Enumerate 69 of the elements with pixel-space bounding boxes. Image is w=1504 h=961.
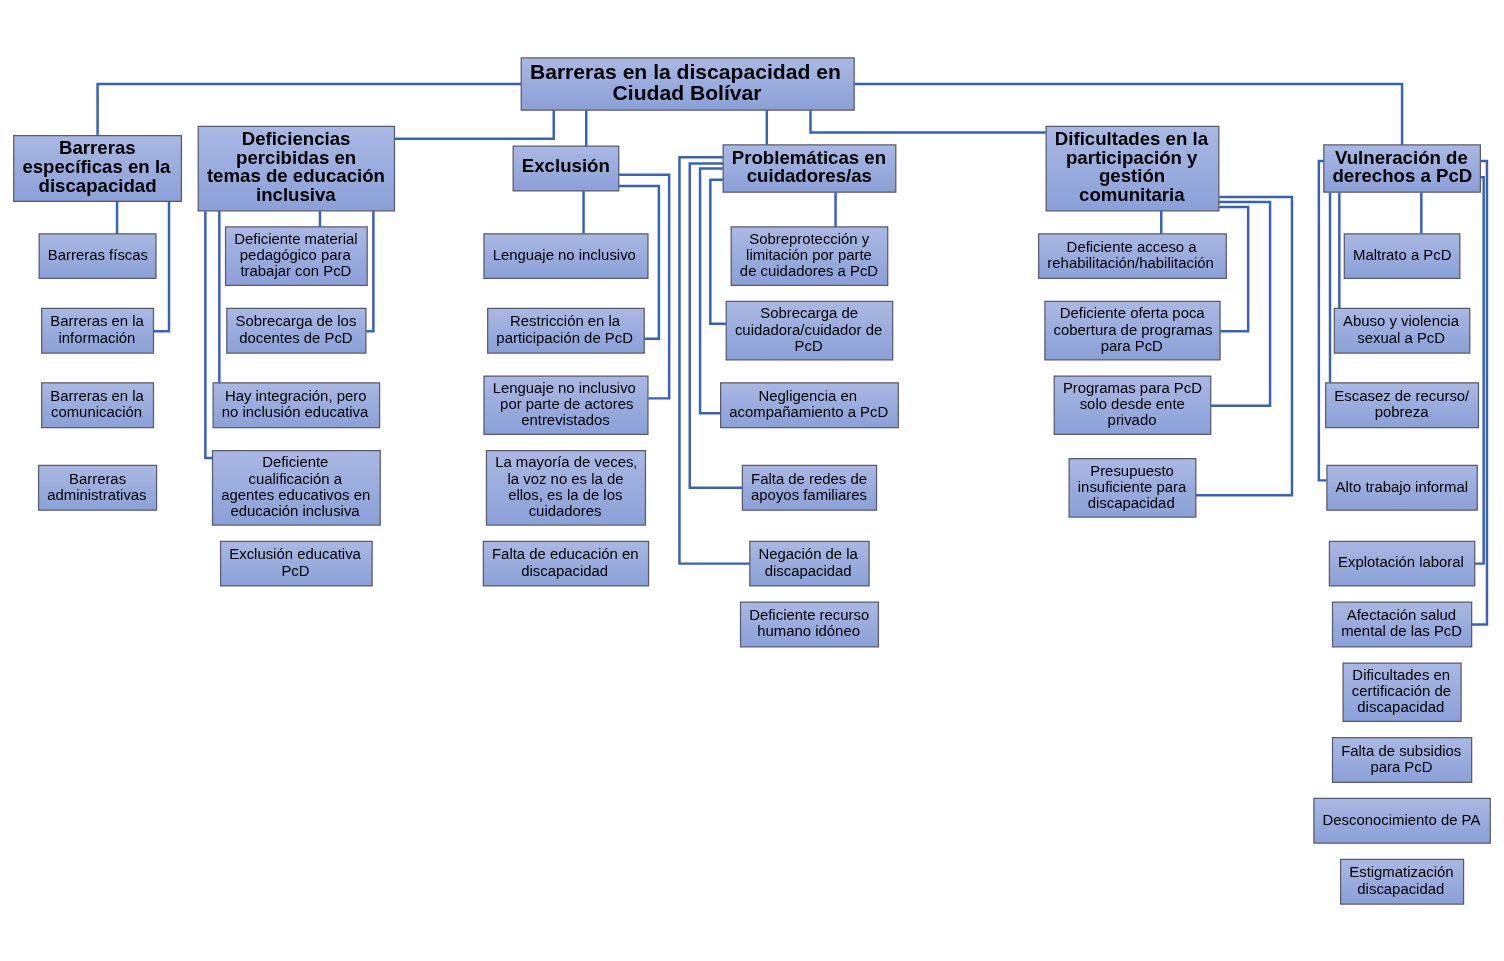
node-box: Dificultades en certificación de discapacidad bbox=[1342, 661, 1462, 722]
node-box: Deficiencias percibidas en temas de educación inclusiva bbox=[197, 125, 396, 211]
connector bbox=[1471, 159, 1489, 626]
node-box: Barreras en la información bbox=[41, 307, 155, 354]
node-box: Barreras en la comunicación bbox=[41, 381, 155, 428]
node-box: Deficiente cualificación a agentes educativos en educación inclusiva bbox=[211, 449, 381, 526]
node-box: Barreras en la discapacidad en Ciudad Bolívar bbox=[520, 56, 855, 111]
node-box: Exclusión bbox=[512, 145, 620, 191]
connector bbox=[834, 191, 837, 227]
node-box: Barreras específicas en la discapacidad bbox=[13, 134, 183, 202]
node-box: Deficiente recurso humano idóneo bbox=[739, 601, 880, 647]
node-box: Barreras físcas bbox=[38, 232, 157, 279]
connector bbox=[618, 173, 671, 400]
connector bbox=[366, 210, 375, 333]
node-box: Dificultades en la participación y gestión comunitaria bbox=[1045, 125, 1220, 211]
connector bbox=[394, 109, 555, 140]
connector bbox=[1328, 192, 1332, 383]
node-box: Escasez de recurso/ pobreza bbox=[1325, 381, 1480, 428]
connector bbox=[698, 166, 723, 415]
node-box: Negación de la discapacidad bbox=[749, 540, 870, 587]
connector bbox=[854, 82, 1404, 145]
node-box: Sobreprotección y limitación por parte de cuidadores a PcD bbox=[730, 225, 889, 286]
node-box: Barreras administrativas bbox=[37, 464, 158, 511]
connector bbox=[218, 210, 221, 383]
node-box: Explotación laboral bbox=[1328, 540, 1476, 587]
connector bbox=[1196, 195, 1294, 497]
node-box: Estigmatización discapacidad bbox=[1339, 858, 1465, 905]
connector bbox=[709, 178, 726, 325]
node-box: Sobrecarga de los docentes de PcD bbox=[226, 307, 367, 354]
connector bbox=[1219, 205, 1250, 333]
connector bbox=[618, 184, 661, 340]
node-box: Presupuesto insuficiente para discapacidad bbox=[1068, 457, 1197, 518]
node-box: Restricción en la participación de PcD bbox=[487, 307, 645, 354]
node-box: Maltrato a PcD bbox=[1343, 232, 1461, 279]
node-box: La mayoría de veces, la voz no es la de ellos, es la de los cuidadores bbox=[485, 449, 647, 526]
connector bbox=[1317, 159, 1327, 482]
connector bbox=[688, 161, 743, 489]
node-box: Falta de subsidios para PcD bbox=[1331, 736, 1473, 783]
node-box: Falta de redes de apoyos familiares bbox=[741, 464, 878, 511]
node-box: Hay integración, pero no inclusión educativa bbox=[212, 381, 381, 428]
node-box: Desconocimiento de PA bbox=[1313, 797, 1491, 844]
node-box: Exclusión educativa PcD bbox=[219, 540, 373, 587]
node-box: Deficiente oferta poca cobertura de programas para PcD bbox=[1044, 300, 1221, 360]
node-box: Falta de educación en discapacidad bbox=[482, 540, 650, 587]
connector bbox=[582, 190, 585, 233]
node-box: Afectación salud mental de las PcD bbox=[1331, 601, 1473, 647]
connector bbox=[115, 201, 119, 234]
connector bbox=[204, 210, 213, 459]
node-box: Deficiente material pedagógico para trabajar con PcD bbox=[224, 225, 368, 286]
connector bbox=[585, 109, 588, 146]
node-box: Deficiente acceso a rehabilitación/habilitación bbox=[1038, 232, 1227, 279]
node-box: Abuso y violencia sexual a PcD bbox=[1333, 307, 1471, 354]
node-box: Negligencia en acompañamiento a PcD bbox=[720, 381, 899, 428]
connector bbox=[1474, 175, 1485, 565]
connector bbox=[1420, 191, 1423, 233]
connector bbox=[96, 82, 521, 135]
node-box: Lenguaje no inclusivo por parte de actores entrevistados bbox=[483, 374, 649, 435]
node-box: Problemáticas en cuidadores/as bbox=[722, 143, 897, 193]
connector bbox=[1338, 191, 1341, 308]
connector bbox=[765, 109, 769, 145]
node-box: Programas para PcD solo desde ente privado bbox=[1053, 374, 1212, 435]
node-box: Vulneración de derechos a PcD bbox=[1323, 143, 1481, 193]
connector bbox=[153, 201, 171, 333]
node-box: Lenguaje no inclusivo bbox=[483, 232, 649, 279]
node-box: Alto trabajo informal bbox=[1326, 464, 1478, 511]
connector bbox=[678, 155, 750, 565]
connector bbox=[1160, 210, 1163, 234]
connector bbox=[1210, 200, 1272, 407]
node-box: Sobrecarga de cuidadora/cuidador de PcD bbox=[725, 300, 894, 360]
